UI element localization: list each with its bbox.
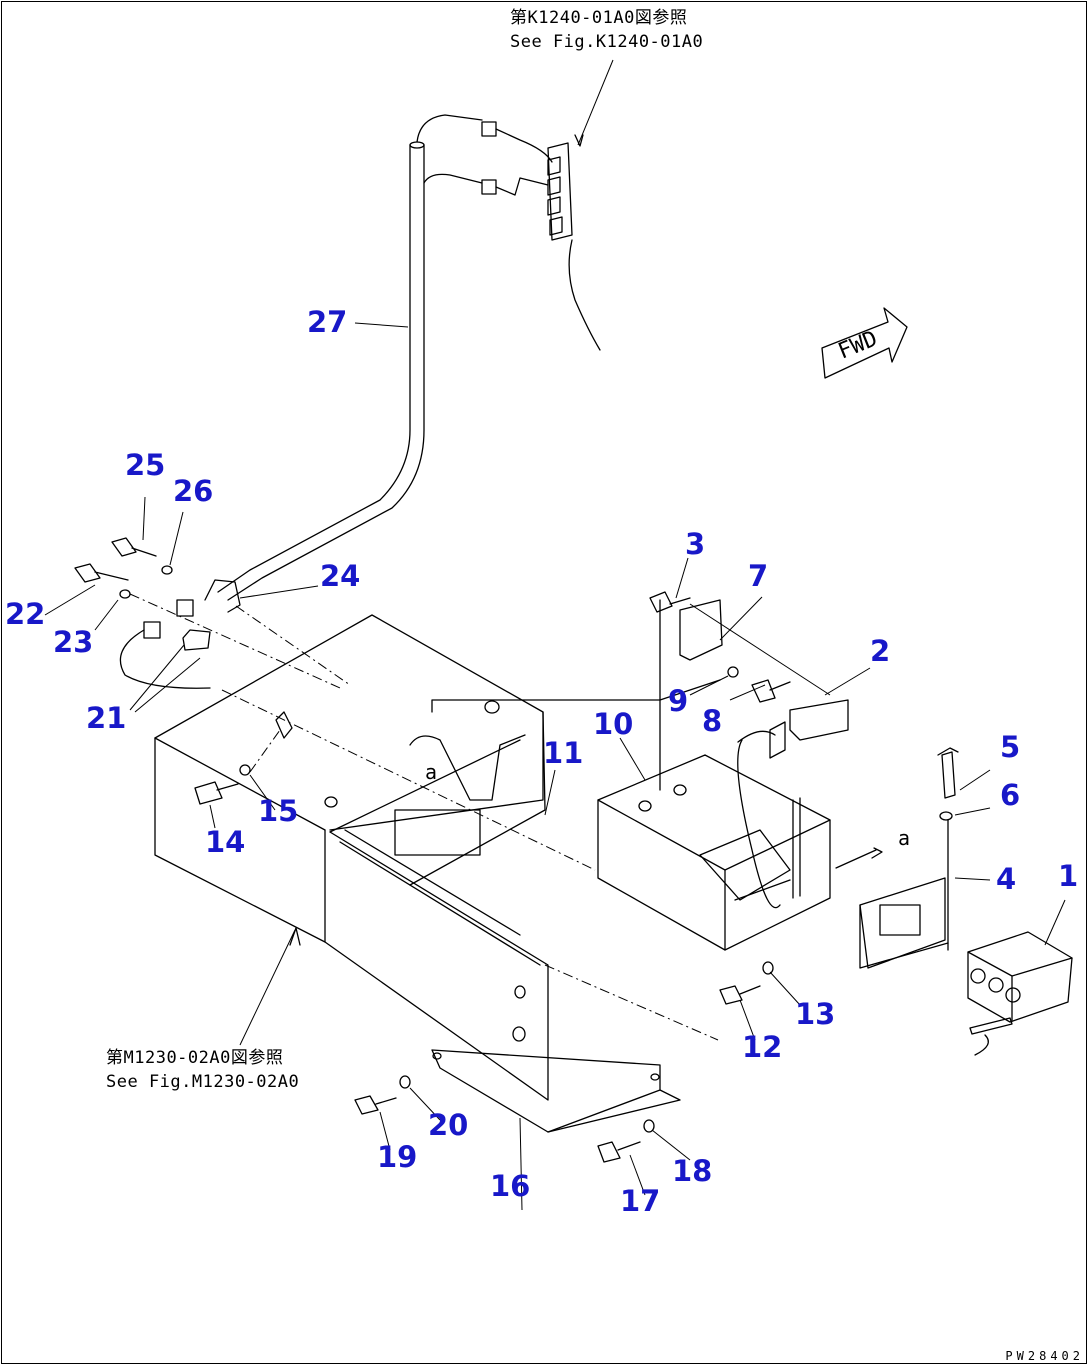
- callout-22: 22: [5, 597, 46, 631]
- callout-leaders: [44, 322, 1066, 1211]
- callout-24: 24: [320, 559, 361, 593]
- callout-3: 3: [685, 527, 706, 561]
- large-box: [154, 614, 596, 1101]
- bracket-4: [835, 747, 959, 969]
- callout-7: 7: [748, 559, 769, 593]
- callout-19: 19: [377, 1140, 418, 1174]
- connector-block-top: [547, 59, 614, 351]
- fwd-arrow: [821, 307, 908, 379]
- callout-5: 5: [1000, 730, 1021, 764]
- plate-7: [649, 591, 849, 791]
- plate-16: [431, 679, 721, 1133]
- callout-20: 20: [428, 1108, 469, 1142]
- reference-bottom-jp: 第M1230-02A0図参照: [106, 1048, 284, 1068]
- callout-23: 23: [53, 625, 94, 659]
- callout-9: 9: [668, 684, 689, 718]
- reference-bottom-en: See Fig.M1230-02A0: [106, 1072, 300, 1092]
- drawing-code: PW28402: [1005, 1349, 1084, 1363]
- detail-marker-left: a: [425, 760, 438, 784]
- harness-27: [217, 114, 553, 601]
- callout-10: 10: [593, 707, 634, 741]
- bolts-lower: [354, 961, 774, 1163]
- callout-18: 18: [672, 1154, 713, 1188]
- callout-12: 12: [742, 1030, 783, 1064]
- callout-6: 6: [1000, 778, 1021, 812]
- callout-13: 13: [795, 997, 836, 1031]
- callout-21: 21: [86, 701, 127, 735]
- callout-11: 11: [543, 736, 584, 770]
- switch-box-1: [967, 931, 1073, 1056]
- callout-16: 16: [490, 1169, 531, 1203]
- callout-14: 14: [205, 825, 246, 859]
- callout-17: 17: [620, 1184, 661, 1218]
- callout-27: 27: [307, 305, 348, 339]
- callout-4: 4: [996, 862, 1017, 896]
- callout-1: 1: [1058, 859, 1079, 893]
- reference-top-en: See Fig.K1240-01A0: [510, 32, 704, 52]
- detail-marker-right: a: [898, 826, 911, 850]
- callout-25: 25: [125, 448, 166, 482]
- tray-10: [597, 739, 831, 951]
- reference-top-jp: 第K1240-01A0図参照: [510, 8, 688, 28]
- callout-26: 26: [173, 474, 214, 508]
- callout-15: 15: [258, 794, 299, 828]
- callout-2: 2: [870, 634, 891, 668]
- callout-8: 8: [702, 704, 723, 738]
- clamp-assembly: [74, 537, 351, 689]
